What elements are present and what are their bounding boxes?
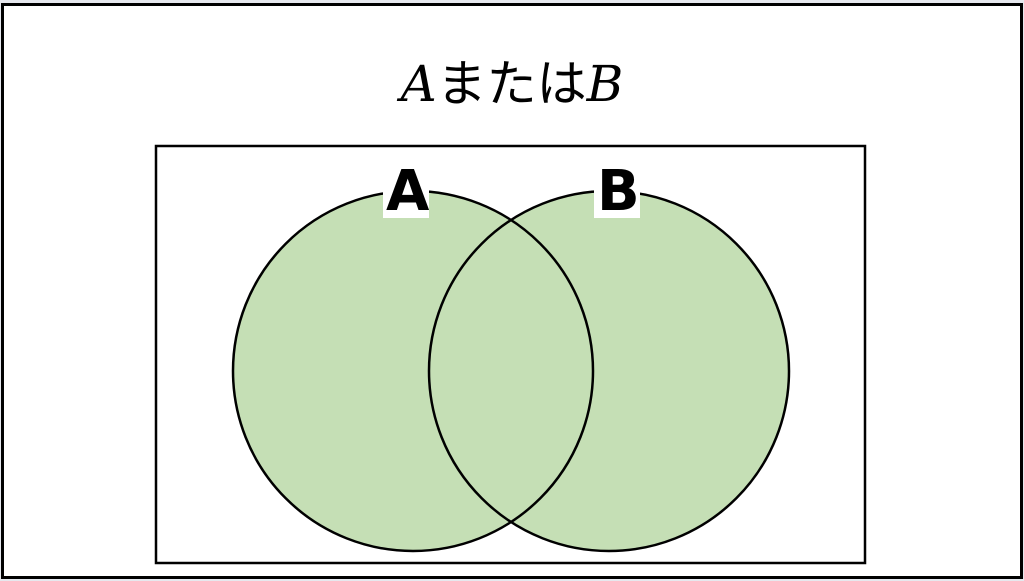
set-b-fill [429,191,789,551]
set-a-label: A [383,164,429,220]
title-set-a: A [400,55,437,113]
diagram-title: AまたはB [0,52,1024,116]
title-set-b: B [586,55,624,113]
title-connector: または [436,55,587,113]
set-b-label: B [594,164,640,220]
